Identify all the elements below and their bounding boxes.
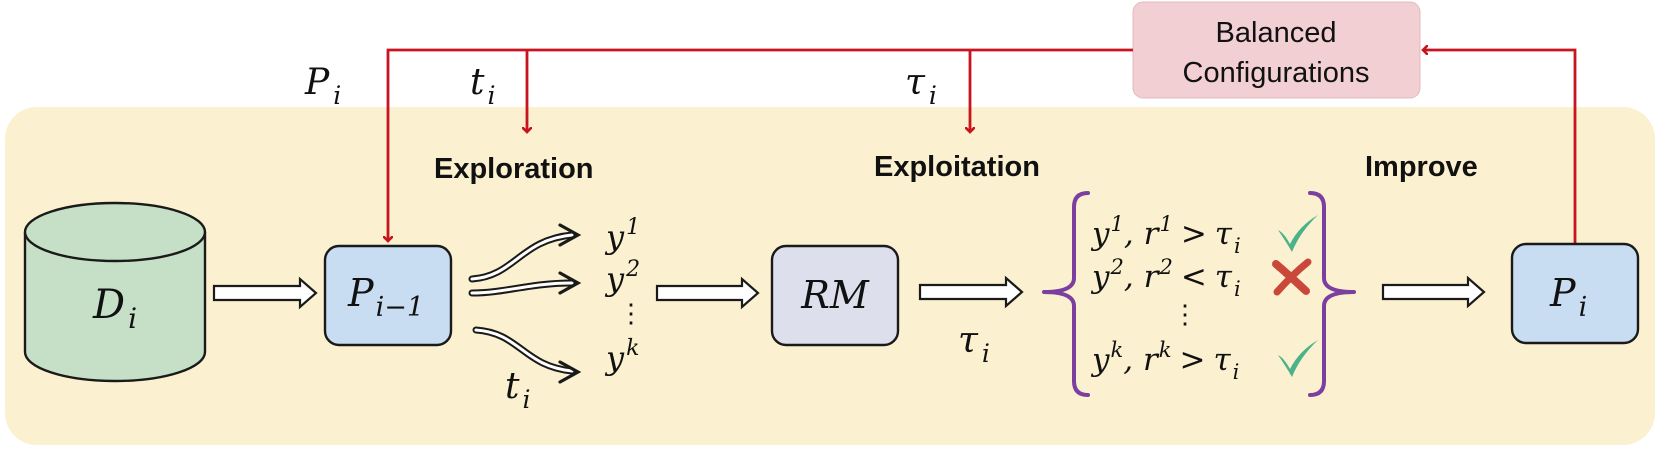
improved-policy-box xyxy=(1510,242,1640,345)
sample-item: yk xyxy=(604,336,639,377)
sample-item: y1 xyxy=(604,215,640,256)
judgement-row: y2, r2<τi xyxy=(1090,255,1241,301)
judgement-row: yk, rk>τi xyxy=(1090,338,1239,384)
reward-model-box xyxy=(770,244,900,347)
sample-list: y1 y2 ⋮ yk xyxy=(604,215,644,377)
judgement-list: y1, r1>τi y2, r2<τi ⋮ yk, rk>τi xyxy=(1090,212,1241,384)
config-label-line2: Configurations xyxy=(1183,57,1370,89)
previous-policy-box xyxy=(323,244,453,347)
feedback-line-from-improved-policy xyxy=(1423,50,1577,244)
left-brace xyxy=(1042,191,1090,397)
previous-policy-label: Pi−1 xyxy=(347,271,424,323)
sample-item: y2 xyxy=(604,257,640,298)
sampling-arrows xyxy=(468,223,582,384)
feedback-arrows xyxy=(388,48,1577,244)
arrow-samples-to-rm xyxy=(655,276,760,310)
cross-icon xyxy=(1272,258,1312,296)
right-brace xyxy=(1308,191,1356,397)
check-icon xyxy=(1278,215,1318,252)
dataset-cylinder xyxy=(23,201,207,383)
hollow-arrows xyxy=(212,275,1486,310)
arrow-dataset-to-policy xyxy=(212,276,318,310)
judgement-row: y1, r1>τi xyxy=(1090,212,1241,258)
section-title-exploitation: Exploitation xyxy=(874,151,1040,183)
arrow-judgements-to-policy xyxy=(1381,275,1486,309)
section-title-exploration: Exploration xyxy=(434,153,594,185)
feedback-line-to-policy xyxy=(388,48,1133,241)
judgement-ellipsis: ⋮ xyxy=(1172,300,1198,330)
check-icon xyxy=(1278,340,1318,377)
config-label-line1: Balanced xyxy=(1216,17,1337,49)
balanced-configurations-box: Balanced Configurations xyxy=(1132,1,1421,99)
arrow-rm-to-judgements xyxy=(918,275,1024,309)
section-title-improve: Improve xyxy=(1365,151,1478,183)
reward-model-label: RM xyxy=(800,273,870,317)
judgement-braces xyxy=(1042,191,1356,397)
sample-ellipsis: ⋮ xyxy=(618,299,644,329)
